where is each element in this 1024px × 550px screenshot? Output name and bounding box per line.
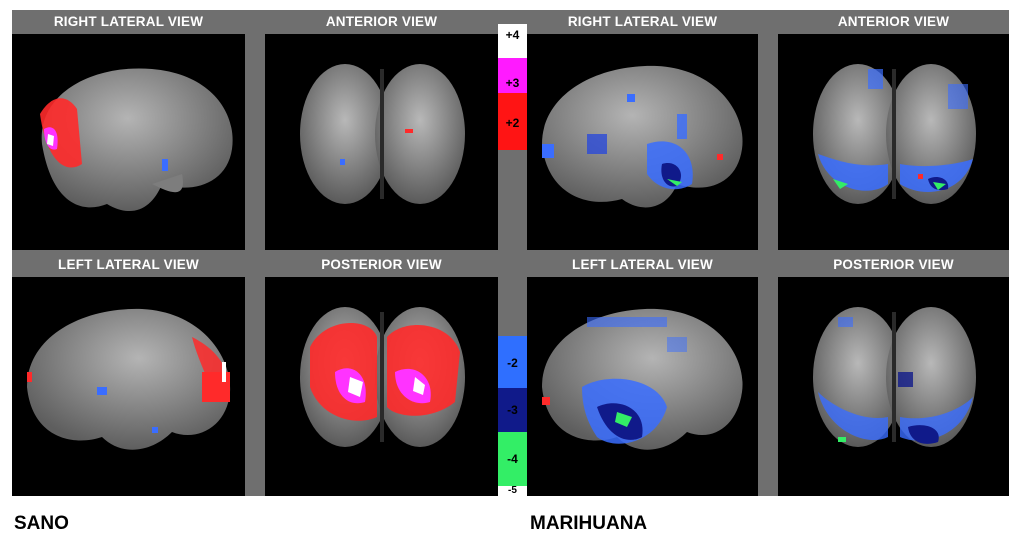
scale-plus3: +3	[498, 58, 527, 93]
brain-occipital-icon	[813, 307, 976, 447]
view-title: RIGHT LATERAL VIEW	[53, 14, 204, 29]
brain-lateral-icon	[542, 308, 743, 450]
brain-render	[12, 277, 245, 496]
brain-render	[778, 34, 1009, 250]
brain-lateral-icon	[27, 308, 231, 450]
view-title: LEFT LATERAL VIEW	[572, 257, 713, 272]
marihuana-panel-group: RIGHT LATERAL VIEW ANTERIOR VIE	[527, 10, 1009, 496]
brain-render	[527, 34, 758, 250]
sano-anterior-view: ANTERIOR VIEW	[265, 10, 498, 250]
sano-panel-group: RIGHT LATERAL VIEW ANTERIOR VIEW	[12, 10, 498, 496]
sano-left-lateral-view: LEFT LATERAL VIEW	[12, 253, 245, 496]
brain-lateral-icon	[542, 65, 743, 208]
brain-frontal-icon	[813, 64, 976, 204]
brain-lateral-icon	[40, 68, 233, 212]
view-title: POSTERIOR VIEW	[833, 257, 954, 272]
group-label-marihuana: MARIHUANA	[530, 513, 648, 534]
view-title: ANTERIOR VIEW	[837, 14, 950, 29]
view-title: LEFT LATERAL VIEW	[58, 257, 199, 272]
marihuana-posterior-view: POSTERIOR VIEW	[778, 253, 1009, 496]
brain-render	[265, 277, 498, 496]
color-scale-legend: +4 +3 +2 -2 -3 -4 -5	[498, 10, 527, 496]
marihuana-right-lateral-view: RIGHT LATERAL VIEW	[527, 10, 758, 250]
scale-minus3: -3	[498, 388, 527, 432]
view-title: ANTERIOR VIEW	[325, 14, 438, 29]
group-label-sano: SANO	[14, 513, 69, 534]
marihuana-left-lateral-view: LEFT LATERAL VIEW	[527, 253, 758, 496]
brain-frontal-icon	[300, 64, 465, 204]
sano-posterior-view: POSTERIOR VIEW	[265, 253, 498, 496]
brain-render	[265, 34, 498, 250]
scale-minus2: -2	[498, 336, 527, 388]
scale-plus2: +2	[498, 93, 527, 150]
scale-plus4: +4	[498, 24, 527, 58]
brain-render	[12, 34, 245, 250]
scale-minus4: -4	[498, 432, 527, 486]
marihuana-anterior-view: ANTERIOR VIEW	[778, 10, 1009, 250]
brain-render	[778, 277, 1009, 496]
view-title: POSTERIOR VIEW	[321, 257, 442, 272]
view-title: RIGHT LATERAL VIEW	[567, 14, 718, 29]
brain-render	[527, 277, 758, 496]
sano-right-lateral-view: RIGHT LATERAL VIEW	[12, 10, 245, 250]
brain-occipital-icon	[300, 307, 465, 447]
scale-minus5: -5	[498, 486, 527, 496]
